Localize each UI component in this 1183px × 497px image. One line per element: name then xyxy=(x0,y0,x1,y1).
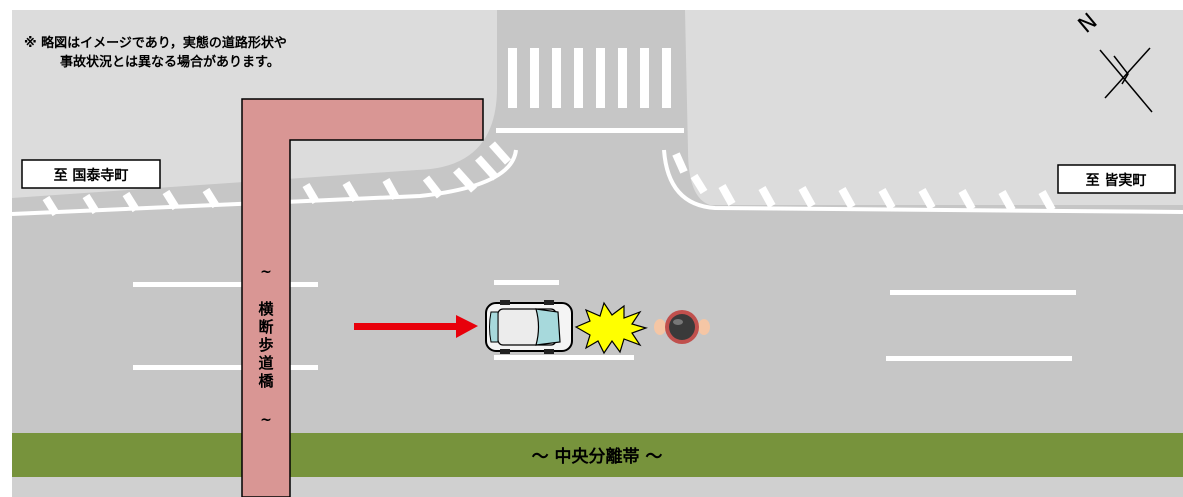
median-label: ～ 中央分離帯 ～ xyxy=(532,446,663,467)
bridge-squiggle-top: ~ xyxy=(260,264,272,280)
lane-lines xyxy=(133,280,1076,370)
motorcycle-icon xyxy=(654,310,710,344)
disclaimer-line-2: 事故状況とは異なる場合があります。 xyxy=(60,54,280,70)
bridge-char: 歩 xyxy=(258,336,273,354)
direction-label-right: 至 皆実町 xyxy=(1086,172,1147,189)
bridge-char: 橋 xyxy=(258,372,274,390)
hatch-marks-right xyxy=(672,152,1056,212)
road-edge-left xyxy=(11,149,518,216)
road-edge-right xyxy=(662,149,1183,214)
direction-arrow-icon xyxy=(354,315,478,338)
sidewalk-top-right xyxy=(685,10,1183,205)
bridge-char: 断 xyxy=(258,318,273,336)
pedestrian-bridge xyxy=(241,98,484,497)
bridge-char: 横 xyxy=(258,300,274,318)
hatch-marks-left xyxy=(42,141,511,217)
median-strip xyxy=(12,433,1183,477)
direction-box-right xyxy=(1057,164,1176,194)
disclaimer-line-1: ※ 略図はイメージであり，実態の道路形状や xyxy=(24,35,287,51)
direction-label-left: 至 国泰寺町 xyxy=(54,167,129,184)
bridge-squiggle-bottom: ~ xyxy=(260,412,272,428)
crosswalk xyxy=(508,48,671,108)
stop-line xyxy=(496,128,684,133)
bridge-label: 横 断 歩 道 橋 xyxy=(258,300,274,390)
collision-icon xyxy=(574,301,648,355)
bridge-char: 道 xyxy=(258,354,273,372)
direction-box-left xyxy=(21,159,161,189)
car-icon xyxy=(485,300,573,354)
